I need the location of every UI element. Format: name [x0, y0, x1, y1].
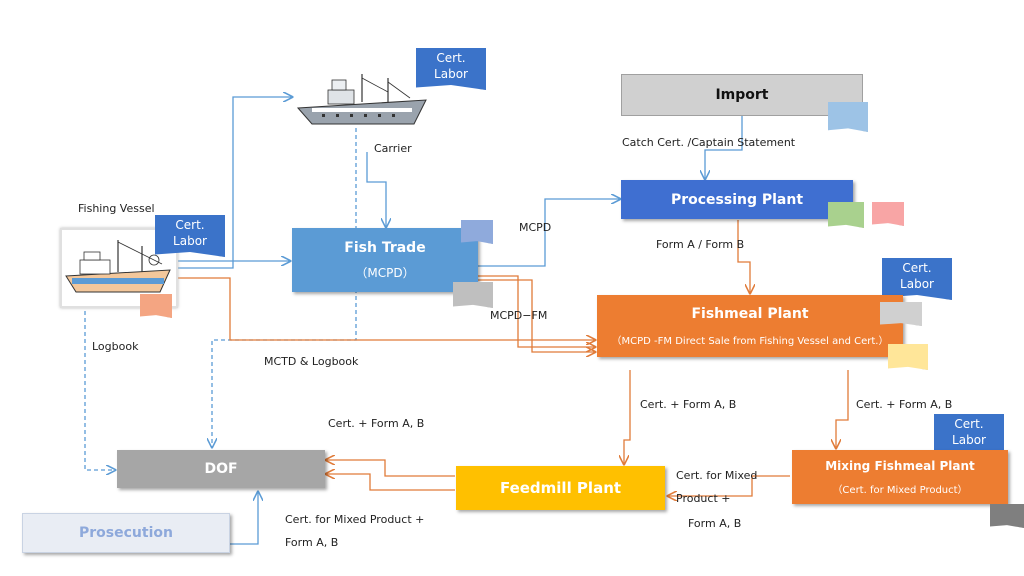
dof-box: DOF	[117, 450, 325, 488]
mcpd-fm-label: MCPD−FM	[490, 309, 548, 322]
dof-title: DOF	[204, 461, 238, 477]
cert-mixed-dof-label-2: Form A, B	[285, 536, 339, 549]
fish-trade-box: Fish Trade （MCPD）	[292, 228, 478, 292]
arrow-prosecution-to-dof	[230, 492, 258, 545]
cert-mixed-label-2: Product +	[676, 492, 731, 505]
processing-plant-box: Processing Plant	[621, 180, 853, 219]
fishtrade-blue-doc-icon	[461, 220, 493, 244]
fishmeal-plant-box: Fishmeal Plant （MCPD -FM Direct Sale fro…	[597, 295, 903, 357]
fish-trade-title: Fish Trade	[344, 239, 426, 256]
arrow-vessel-to-carrier	[175, 97, 292, 269]
arrow-mixing-to-feedmill	[668, 475, 790, 496]
mixing-plant-title: Mixing Fishmeal Plant	[825, 458, 975, 473]
carrier-label: Carrier	[374, 142, 412, 155]
processing-red-doc-icon	[872, 202, 904, 226]
logbook-label: Logbook	[92, 340, 139, 353]
arrow-fishtrade-to-fishmeal-2	[478, 279, 595, 352]
arrow-vessel-to-fishmeal	[175, 277, 595, 340]
fishmeal-plant-subtitle: （MCPD -FM Direct Sale from Fishing Vesse…	[611, 335, 889, 347]
prosecution-title: Prosecution	[79, 525, 173, 541]
cert-form-ab-mid-label: Cert. + Form A, B	[640, 398, 737, 411]
mixing-plant-subtitle: （Cert. for Mixed Product）	[832, 484, 968, 496]
feedmill-plant-box: Feedmill Plant	[456, 466, 665, 510]
cert-mixed-label-1: Cert. for Mixed	[676, 469, 758, 482]
mixing-cert-labor-tag: Cert. Labor	[934, 414, 1004, 456]
cert-form-ab-right-label: Cert. + Form A, B	[856, 398, 953, 411]
fishtrade-gray-doc-icon	[453, 282, 493, 308]
prosecution-box: Prosecution	[22, 513, 230, 553]
mixing-fishmeal-plant-box: Mixing Fishmeal Plant （Cert. for Mixed P…	[792, 450, 1008, 504]
arrow-fishmeal-to-mixing	[836, 370, 849, 448]
mctd-logbook-label: MCTD & Logbook	[264, 355, 359, 368]
fishing-vessel-label: Fishing Vessel	[78, 202, 155, 215]
import-box: Import	[621, 74, 863, 116]
mcpd-label: MCPD	[519, 221, 552, 234]
catch-cert-label: Catch Cert. /Captain Statement	[622, 136, 796, 149]
form-ab-processing-label: Form A / Form B	[656, 238, 745, 251]
arrow-import-to-processing	[705, 114, 743, 179]
vessel-doc-icon	[140, 294, 172, 318]
carrier-cert-labor-tag: Cert. Labor	[416, 48, 486, 90]
fish-trade-subtitle: （MCPD）	[355, 265, 415, 280]
processing-plant-title: Processing Plant	[670, 191, 804, 208]
arrow-processing-to-fishmeal	[737, 220, 750, 293]
arrow-carrier-to-fishtrade	[366, 152, 386, 227]
import-title: Import	[715, 87, 769, 103]
fishmeal-plant-title: Fishmeal Plant	[691, 305, 809, 322]
fishmeal-cert-labor-tag: Cert. Labor	[882, 258, 952, 300]
form-ab-mixed-label: Form A, B	[688, 517, 742, 530]
dashed-vessel-to-dof	[84, 304, 115, 470]
import-doc-icon	[828, 102, 868, 132]
arrow-fishtrade-to-fishmeal	[478, 275, 595, 347]
cert-form-ab-left-label: Cert. + Form A, B	[328, 417, 425, 430]
processing-green-doc-icon	[828, 202, 864, 228]
vessel-cert-labor-tag: Cert. Labor	[155, 215, 225, 257]
fishmeal-gray-doc-icon	[880, 302, 922, 326]
mixing-gray-doc-icon	[990, 504, 1024, 528]
arrow-feedmill-to-dof-2	[326, 474, 455, 491]
arrow-feedmill-to-dof-1	[326, 460, 455, 477]
arrow-fishtrade-to-processing	[478, 199, 620, 267]
carrier-ship-image	[292, 68, 432, 136]
arrow-fishmeal-to-feedmill	[624, 370, 631, 464]
fishmeal-yellow-doc-icon	[888, 344, 928, 370]
feedmill-plant-title: Feedmill Plant	[499, 479, 622, 497]
cert-mixed-dof-label-1: Cert. for Mixed Product +	[285, 513, 425, 526]
